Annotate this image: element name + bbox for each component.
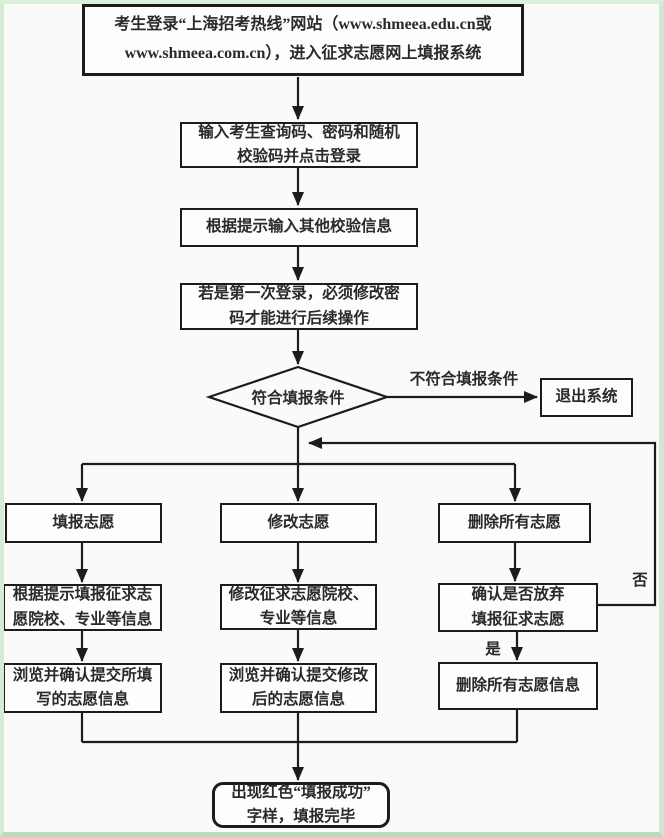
node-review-modified: 浏览并确认提交修改 后的志愿信息 (220, 663, 377, 713)
node-fill-details: 根据提示填报征求志 愿院校、专业等信息 (3, 584, 162, 631)
node-other-verification: 根据提示输入其他校验信息 (180, 208, 418, 247)
edge-label-not-eligible: 不符合填报条件 (409, 371, 519, 388)
decision-eligible-diamond: 符合填报条件 (251, 390, 345, 407)
node-modify-preferences: 修改志愿 (220, 503, 377, 543)
node-modify-details: 修改征求志愿院校、 专业等信息 (220, 584, 377, 630)
node-start: 考生登录“上海招考热线”网站（www.shmeea.edu.cn或 www.sh… (82, 4, 524, 76)
node-confirm-abandon: 确认是否放弃 填报征求志愿 (438, 583, 598, 632)
edge-label-no: 否 (632, 572, 648, 589)
node-delete-all: 删除所有志愿 (438, 503, 591, 543)
node-delete-all-info: 删除所有志愿信息 (438, 662, 598, 710)
node-enter-credentials: 输入考生查询码、密码和随机 校验码并点击登录 (180, 122, 418, 168)
node-review-filled: 浏览并确认提交所填 写的志愿信息 (3, 663, 162, 713)
edge-label-yes: 是 (485, 641, 501, 658)
node-exit-system: 退出系统 (540, 378, 633, 417)
node-fill-preferences: 填报志愿 (5, 503, 162, 543)
node-first-login: 若是第一次登录，必须修改密 码才能进行后续操作 (180, 283, 418, 330)
node-success: 出现红色“填报成功” 字样，填报完毕 (212, 782, 390, 828)
